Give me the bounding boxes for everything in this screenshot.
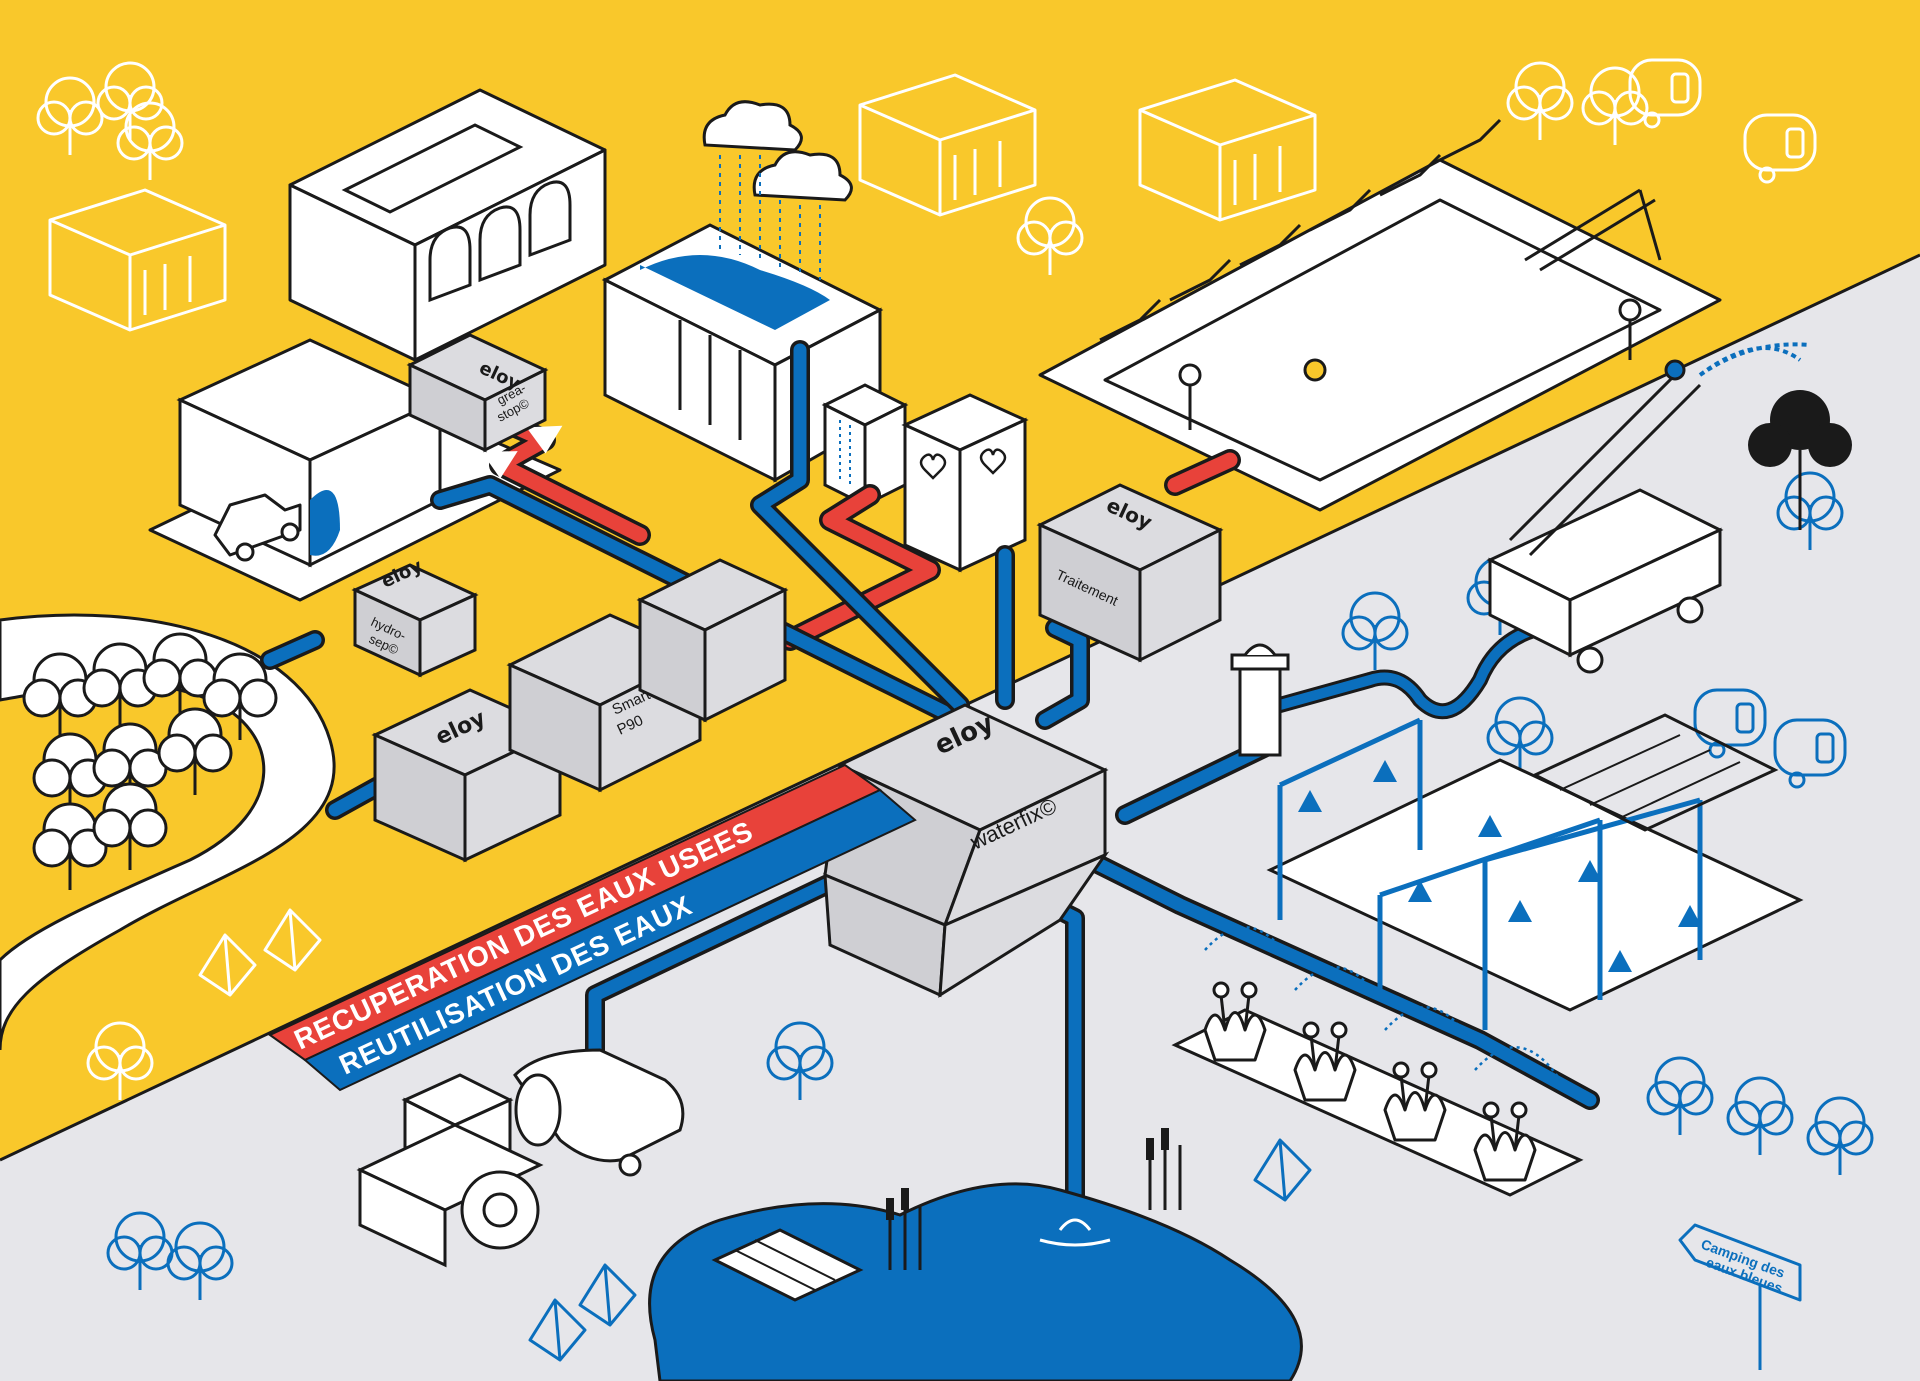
reeds xyxy=(886,1128,1182,1270)
fire-truck-icon xyxy=(1486,342,1811,674)
burnt-tree-icon xyxy=(1748,390,1852,530)
flower-bed xyxy=(1171,981,1584,1197)
hydrosep-unit: eloy hydro- sep© xyxy=(351,555,479,678)
waterfix-hub: eloy waterfix© xyxy=(823,703,1110,998)
greastop-unit: eloy grea- stop© xyxy=(406,333,549,453)
shower-icon xyxy=(821,383,909,508)
heart-icon xyxy=(919,453,947,480)
heart-icon xyxy=(979,448,1007,475)
sanitary-building xyxy=(288,88,607,362)
tractor-icon xyxy=(356,1048,685,1268)
sprinkler-icon xyxy=(1298,760,1702,972)
cloud-rain-icon xyxy=(702,100,853,280)
car-icon xyxy=(213,493,302,562)
processing-unit xyxy=(636,558,789,723)
drip-arcs xyxy=(1204,926,1562,1081)
hydrant-icon xyxy=(1230,643,1290,757)
jetty xyxy=(711,1228,864,1302)
pond-icon xyxy=(648,1182,1303,1381)
toilet-pods xyxy=(901,393,1029,573)
sun-lounger-row xyxy=(1099,118,1502,342)
treatment-unit: eloy Traitement xyxy=(1036,483,1224,663)
pool-icon xyxy=(1038,158,1722,512)
pergola-icon xyxy=(1266,713,1804,1030)
